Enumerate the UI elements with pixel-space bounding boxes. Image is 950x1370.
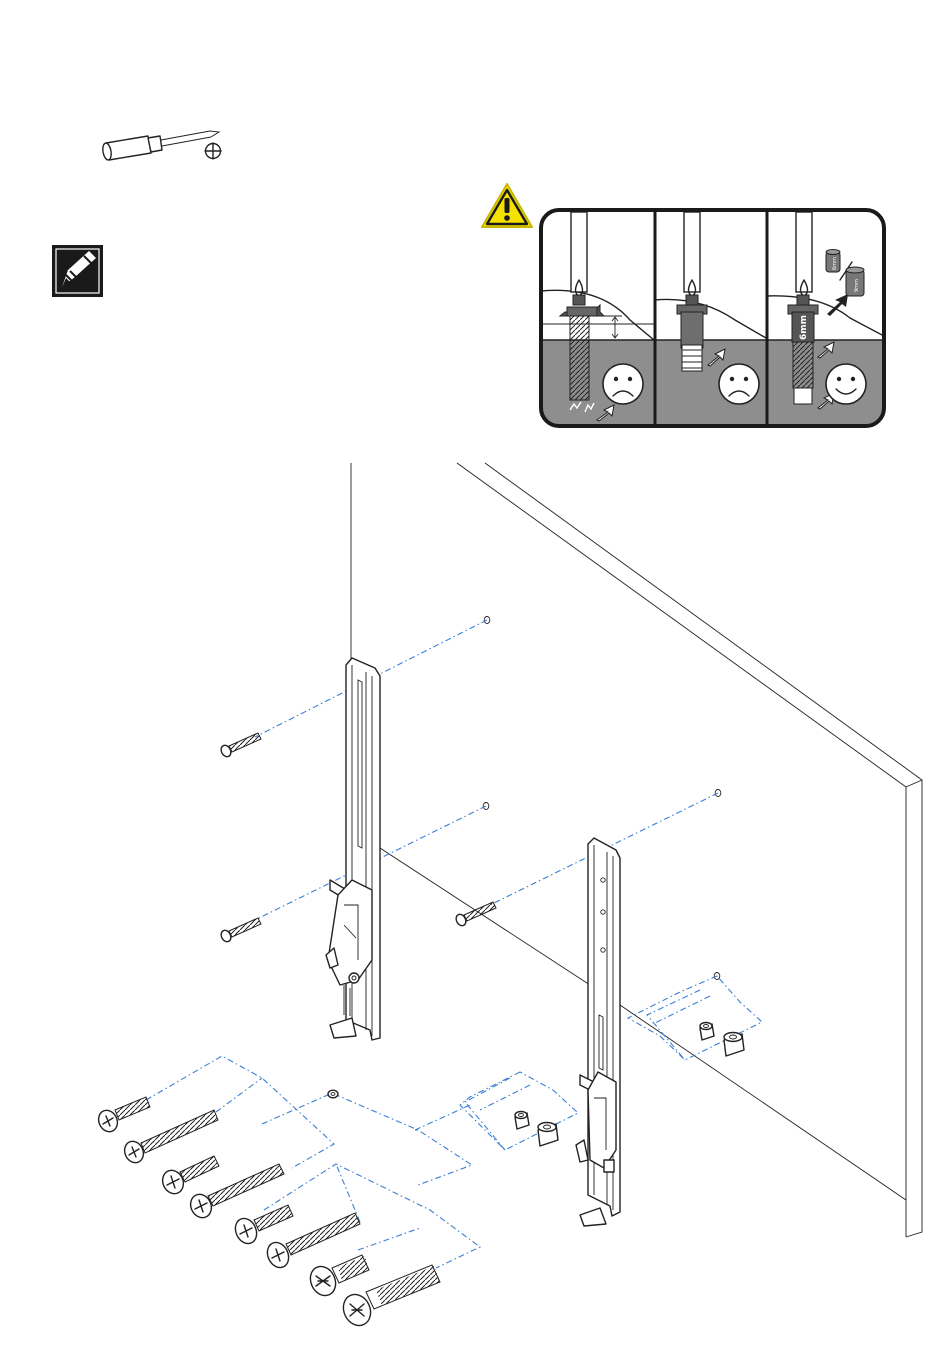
alignment-guide-lines — [146, 620, 762, 1268]
spacers-right — [700, 1023, 744, 1057]
screw-set — [95, 1097, 440, 1330]
left-mounting-bracket — [326, 658, 380, 1040]
long-screw-middle — [219, 918, 261, 943]
phillips-screwdriver-icon — [102, 131, 221, 161]
screw-m10-short — [306, 1255, 369, 1300]
screw-m4-long — [121, 1110, 218, 1166]
spacers-left — [515, 1112, 558, 1147]
screw-m6-short — [159, 1156, 219, 1197]
spacer-6mm-label: 6mm — [832, 257, 838, 270]
spacer-length-label: 6mm — [799, 315, 809, 340]
right-mounting-bracket — [576, 838, 620, 1226]
screw-m8-short — [231, 1205, 293, 1247]
screw-m4-short — [95, 1097, 150, 1135]
long-screw-top — [219, 733, 261, 758]
long-screw-right — [454, 902, 496, 927]
tv-back-panel — [351, 463, 922, 1237]
screw-length-warning-panel: 6mm 6mm 9mm — [541, 210, 884, 430]
warning-triangle-icon — [482, 184, 532, 227]
washer — [328, 1090, 338, 1098]
spacer-9mm-label: 9mm — [854, 279, 860, 292]
note-pencil-icon — [52, 245, 103, 297]
